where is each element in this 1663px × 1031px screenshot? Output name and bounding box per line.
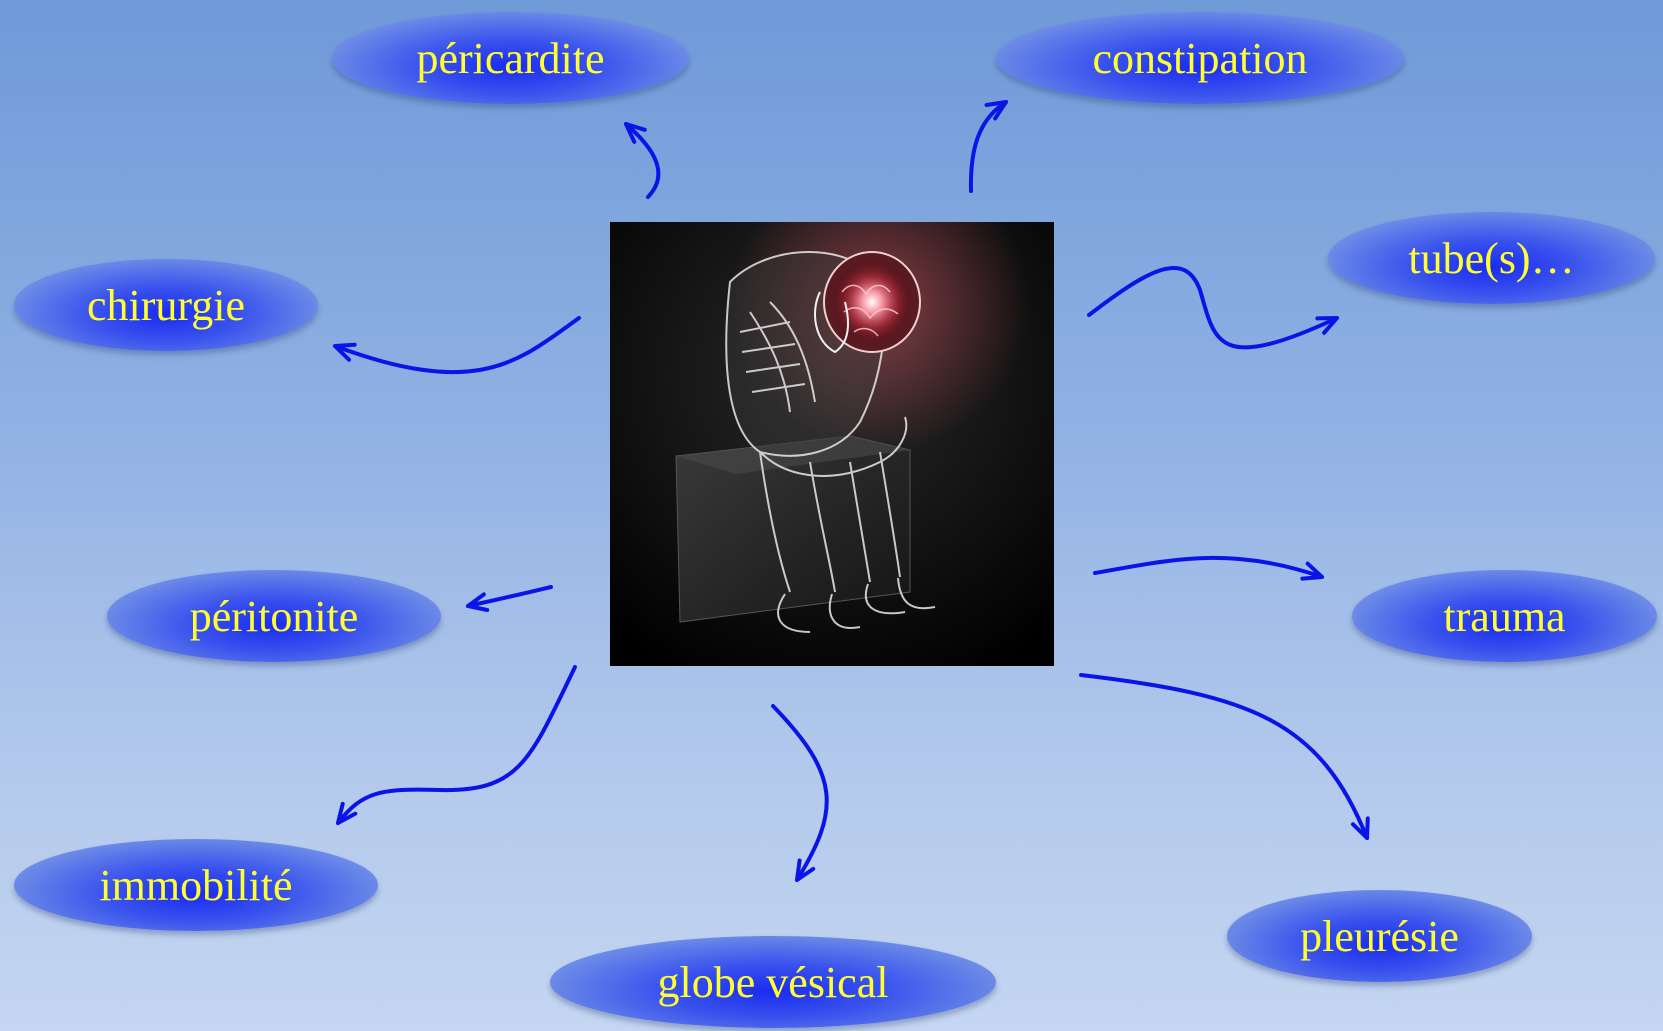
node-tubes: tube(s)… [1328,212,1655,304]
node-globe-vesical: globe vésical [550,936,996,1028]
node-pleuresie: pleurésie [1227,890,1532,982]
node-peritonite: péritonite [107,570,441,662]
node-trauma: trauma [1352,570,1657,662]
arrow-to-tubes [1089,268,1337,347]
arrow-to-peritonite [468,587,551,606]
arrow-to-trauma [1095,558,1322,577]
center-image [610,222,1054,666]
xray-figure-illustration [610,222,1054,666]
node-constipation: constipation [996,12,1404,104]
node-pericardite: péricardite [332,12,689,104]
node-chirurgie: chirurgie [14,259,318,351]
arrow-to-immobilite [338,667,575,823]
arrow-to-chirurgie [335,318,579,372]
arrow-to-pleuresie [1081,675,1367,838]
arrow-to-globe-vesical [773,706,827,880]
node-immobilite: immobilité [14,839,378,931]
arrow-to-constipation [971,102,1006,191]
arrow-to-pericardite [626,124,658,197]
